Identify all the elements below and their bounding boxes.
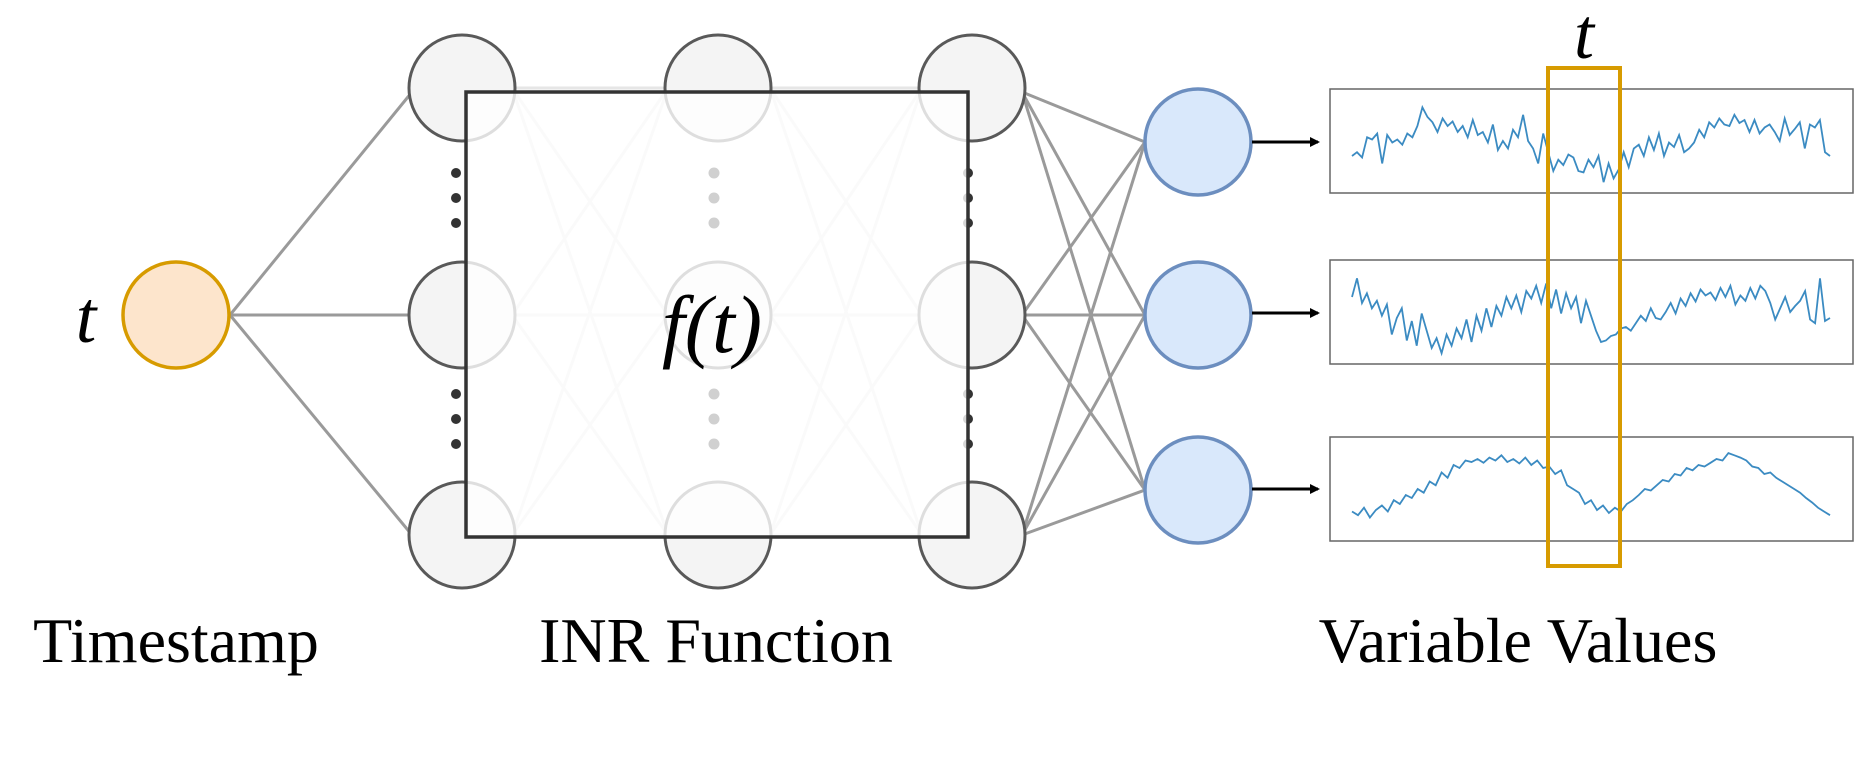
function-label: f(t)	[662, 279, 762, 370]
series-panel-frame	[1329, 88, 1854, 194]
output-edges	[1020, 90, 1147, 537]
input-node	[121, 260, 231, 370]
dot	[451, 389, 461, 399]
series-line	[1351, 452, 1831, 520]
input-edges	[228, 91, 414, 536]
edge	[1020, 314, 1147, 491]
window-symbol: t	[1574, 0, 1596, 74]
edge	[228, 314, 414, 536]
edge	[1021, 488, 1146, 537]
dot	[451, 168, 461, 178]
output-node	[1143, 435, 1253, 545]
edge	[228, 91, 414, 316]
inr-function-label: INR Function	[539, 605, 893, 676]
dot	[708, 192, 720, 204]
edge	[1021, 90, 1146, 144]
dot	[451, 218, 461, 228]
dot	[451, 439, 461, 449]
edge	[1020, 91, 1147, 316]
edge	[1020, 91, 1147, 491]
dot	[708, 217, 720, 229]
input-symbol: t	[76, 277, 99, 359]
dot	[708, 438, 720, 450]
output-layer	[1143, 87, 1253, 545]
series-panel-frame	[1329, 436, 1854, 542]
output-node	[1143, 87, 1253, 197]
inr-box	[464, 90, 970, 539]
dot	[708, 413, 720, 425]
dot	[451, 414, 461, 424]
output-arrows	[1252, 137, 1320, 494]
series-line	[1351, 104, 1831, 183]
dot	[451, 193, 461, 203]
variable-values-label: Variable Values	[1319, 605, 1718, 676]
series-panel-frame	[1329, 259, 1854, 365]
output-node	[1143, 260, 1253, 370]
dot	[708, 167, 720, 179]
timestamp-label: Timestamp	[33, 605, 319, 676]
edge	[1020, 141, 1147, 536]
time-window-highlight	[1546, 66, 1622, 568]
edge	[1020, 314, 1147, 536]
series-line	[1351, 278, 1831, 357]
series-panels	[1329, 88, 1854, 542]
dot	[708, 388, 720, 400]
ellipsis-dots-inner	[708, 167, 720, 450]
edge	[1020, 141, 1147, 316]
